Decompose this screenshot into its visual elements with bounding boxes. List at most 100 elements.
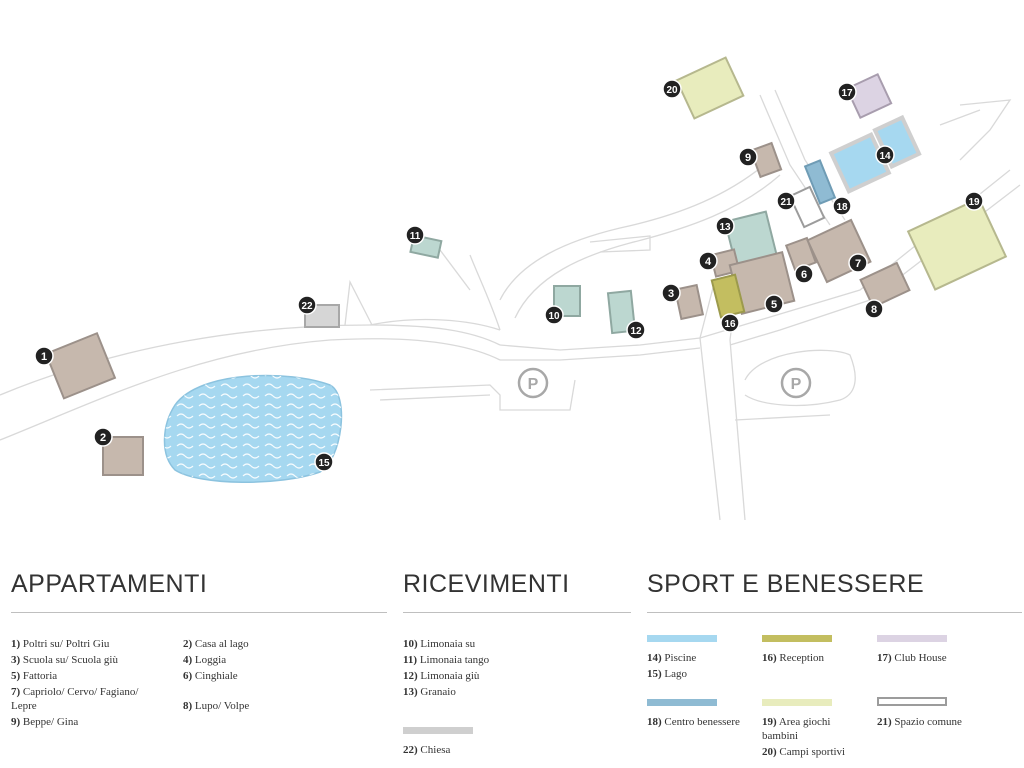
marker-label: 16: [724, 319, 736, 330]
legend-item-20: 20) Campi sportivi: [762, 746, 846, 758]
marker-4[interactable]: 4: [698, 251, 718, 271]
legend-item-2: 2) Casa al lago: [183, 638, 249, 650]
building-10[interactable]: [553, 285, 581, 317]
legend-item-5: 5) Fattoria: [11, 670, 58, 682]
marker-2[interactable]: 2: [93, 427, 113, 447]
marker-label: 19: [968, 197, 980, 208]
legend-item-6: 6) Cinghiale: [183, 670, 238, 682]
marker-circle: [864, 299, 884, 319]
marker-12[interactable]: 12: [626, 320, 646, 340]
building-3[interactable]: [673, 283, 705, 321]
marker-circle: [776, 191, 796, 211]
legend-item-18: 18) Centro benessere: [647, 716, 740, 728]
marker-6[interactable]: 6: [794, 264, 814, 284]
divider: [11, 612, 387, 613]
legend-item-4: 4) Loggia: [183, 654, 227, 666]
divider: [647, 612, 1022, 613]
marker-13[interactable]: 13: [715, 216, 735, 236]
section-title-ricevimenti: RICEVIMENTI: [403, 570, 570, 598]
marker-label: 22: [301, 301, 313, 312]
marker-circle: [964, 191, 984, 211]
swatch-club-house: [877, 635, 947, 642]
legend-item-16: 16) Reception: [762, 652, 825, 664]
marker-11[interactable]: 11: [405, 225, 425, 245]
marker-20[interactable]: 20: [662, 79, 682, 99]
marker-14[interactable]: 14: [875, 145, 895, 165]
building-20[interactable]: [675, 56, 745, 120]
building-7[interactable]: [806, 218, 872, 284]
marker-label: 3: [668, 288, 674, 300]
marker-21[interactable]: 21: [776, 191, 796, 211]
marker-circle: [314, 452, 334, 472]
swatch-area-giochi: [762, 699, 832, 706]
swatch-reception: [762, 635, 832, 642]
divider: [403, 612, 631, 613]
marker-22[interactable]: 22: [297, 295, 317, 315]
marker-label: 17: [841, 88, 853, 99]
marker-circle: [93, 427, 113, 447]
swatch-piscine: [647, 635, 717, 642]
marker-16[interactable]: 16: [720, 313, 740, 333]
marker-7[interactable]: 7: [848, 253, 868, 273]
parking-2: P: [780, 367, 812, 399]
marker-circle: [698, 251, 718, 271]
marker-circle: [848, 253, 868, 273]
building-19[interactable]: [906, 197, 1008, 291]
building-8[interactable]: [859, 261, 911, 309]
marker-8[interactable]: 8: [864, 299, 884, 319]
marker-label: 11: [410, 231, 421, 242]
swatch-spazio-comune: [877, 697, 947, 706]
legend-item-7: 7) Capriolo/ Cervo/ Fagiano/Lepre: [11, 686, 139, 712]
marker-15[interactable]: 15: [314, 452, 334, 472]
building-9[interactable]: [749, 141, 783, 179]
legend-item-22: 22) Chiesa: [403, 744, 451, 756]
building-1[interactable]: [44, 331, 117, 400]
marker-circle: [764, 294, 784, 314]
legend-item-17: 17) Club House: [877, 652, 947, 664]
marker-label: 12: [630, 326, 642, 337]
marker-18[interactable]: 18: [832, 196, 852, 216]
marker-circle: [405, 225, 425, 245]
building-18[interactable]: [803, 159, 837, 205]
marker-circle: [34, 346, 54, 366]
marker-circle: [720, 313, 740, 333]
marker-label: 4: [705, 256, 712, 268]
marker-circle: [715, 216, 735, 236]
building-21[interactable]: [788, 185, 826, 229]
marker-circle: [297, 295, 317, 315]
marker-3[interactable]: 3: [661, 283, 681, 303]
marker-label: 20: [666, 85, 678, 96]
swatch-chiesa: [403, 727, 473, 734]
marker-1[interactable]: 1: [34, 346, 54, 366]
legend-item-8: 8) Lupo/ Volpe: [183, 700, 250, 712]
section-title-appartamenti: APPARTAMENTI: [11, 570, 208, 598]
marker-label: 5: [771, 299, 777, 311]
marker-19[interactable]: 19: [964, 191, 984, 211]
marker-circle: [544, 305, 564, 325]
marker-label: 7: [855, 258, 861, 270]
building-12[interactable]: [606, 289, 637, 335]
legend-item-13: 13) Granaio: [403, 686, 456, 698]
building-17[interactable]: [845, 72, 893, 120]
marker-label: 13: [719, 222, 731, 233]
legend-item-3: 3) Scuola su/ Scuola giù: [11, 654, 118, 666]
marker-label: 15: [318, 458, 330, 469]
marker-5[interactable]: 5: [764, 294, 784, 314]
marker-17[interactable]: 17: [837, 82, 857, 102]
marker-label: 1: [41, 351, 47, 363]
marker-label: 10: [548, 311, 560, 322]
swatch-centro-benessere: [647, 699, 717, 706]
marker-9[interactable]: 9: [738, 147, 758, 167]
legend-item-9: 9) Beppe/ Gina: [11, 716, 79, 728]
marker-circle: [837, 82, 857, 102]
legend-item-21: 21) Spazio comune: [877, 716, 962, 728]
marker-circle: [662, 79, 682, 99]
marker-label: 18: [836, 202, 848, 213]
marker-label: 21: [780, 197, 792, 208]
legend-item-11: 11) Limonaia tango: [403, 654, 490, 666]
marker-10[interactable]: 10: [544, 305, 564, 325]
marker-circle: [661, 283, 681, 303]
